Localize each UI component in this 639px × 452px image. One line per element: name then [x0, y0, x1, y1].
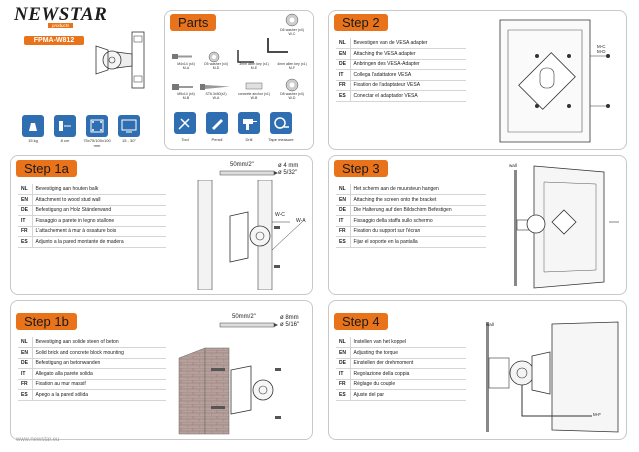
spec-depth-label: 8 cm — [60, 138, 70, 143]
part-ma-label: M4x14 (x4)M-A — [177, 62, 195, 70]
step1a-wc-label: W-C — [275, 212, 285, 218]
part-wc-label: D6 washer (x4)W-C — [280, 28, 304, 36]
drill-label: Drill — [245, 137, 253, 142]
spec-weight-icon — [22, 115, 44, 137]
spec-tilt-label: 15 - 30° — [121, 138, 137, 143]
tape-measure-label: Tape measure — [268, 137, 294, 142]
part-mb-label: M5x14 (x4)M-B — [177, 92, 195, 100]
spec-depth-icon — [54, 115, 76, 137]
step1b-illustration — [178, 347, 281, 435]
step4-title: Step 4 — [334, 313, 388, 330]
step4-illustration — [486, 321, 619, 433]
part-me-label: 3mm allen key (x1)M-E — [239, 62, 269, 70]
step3-wall-label: wall — [509, 163, 517, 168]
brand-logo: NEWSTAR products — [14, 4, 108, 28]
drill-icon — [238, 112, 260, 134]
step2-title: Step 2 — [334, 14, 388, 31]
footer-url[interactable]: www.newstar.eu — [16, 437, 60, 443]
step3-illustration — [514, 165, 619, 289]
spec-vesa-icon — [86, 115, 108, 137]
part-wa-label: ST6.3x50(x2)W-A — [205, 92, 227, 100]
spec-vesa-label: 75x75/100x100 mm — [83, 138, 111, 148]
pencil-icon — [206, 112, 228, 134]
step1a-depth-label: 50mm/2" — [230, 162, 254, 168]
part-wd-label: D8 washer (x4)W-D — [280, 92, 304, 100]
part-md-label: D5 washer (x4)M-D — [204, 62, 228, 70]
spec-tilt-icon — [118, 115, 140, 137]
drill-bit-icon — [219, 322, 278, 328]
step1b-depth-label: 50mm/2" — [232, 314, 256, 320]
pencil-label: Pencil — [211, 137, 223, 142]
model-badge: FPMA-W812 — [24, 36, 84, 45]
step4-wall-label: wall — [486, 322, 494, 327]
brand-name: NEWSTAR — [14, 4, 108, 25]
parts-illustrations — [172, 13, 299, 92]
tool-icon — [174, 112, 196, 134]
step2-illustration — [499, 19, 610, 143]
step1b-title: Step 1b — [16, 313, 77, 330]
tool-label: Tool — [181, 137, 189, 142]
step1a-illustration — [197, 180, 303, 290]
spec-weight-label: 15 kg — [28, 138, 38, 143]
step1a-title: Step 1a — [16, 160, 77, 177]
drill-bit-icon — [219, 170, 278, 176]
part-mf-label: 4mm allen key (x1)M-F — [277, 62, 307, 70]
tape-measure-icon — [270, 112, 292, 134]
parts-title: Parts — [170, 14, 217, 31]
brand-sub: products — [48, 23, 74, 28]
part-wb-label: concrete anchor (x1)W-B — [237, 92, 271, 100]
product-illustration — [95, 31, 145, 89]
step4-mf-label: M-F — [593, 412, 601, 417]
step3-title: Step 3 — [334, 160, 388, 177]
step1a-wa-label: W-A — [296, 218, 306, 224]
